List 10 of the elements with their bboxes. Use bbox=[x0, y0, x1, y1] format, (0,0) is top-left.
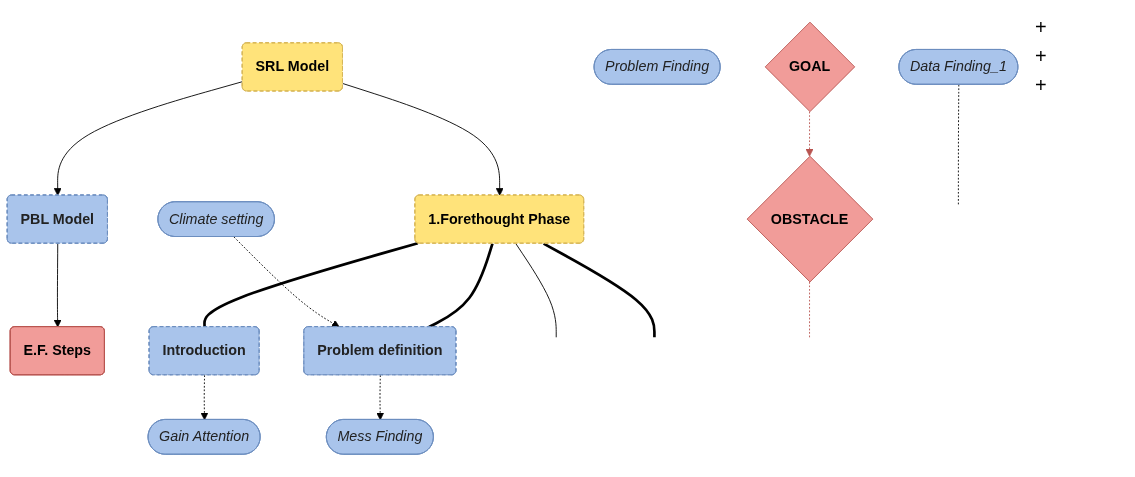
connector bbox=[543, 242, 656, 338]
plus-sign: + bbox=[1035, 16, 1048, 39]
connector bbox=[203, 242, 419, 328]
plus-sign: + bbox=[1035, 45, 1048, 68]
plus-sign: + bbox=[1035, 74, 1048, 97]
connector bbox=[957, 84, 960, 207]
node-diamond: OBSTACLE bbox=[746, 156, 874, 283]
connector bbox=[515, 243, 557, 339]
node-diamond: GOAL bbox=[764, 22, 856, 113]
connector bbox=[809, 281, 810, 339]
